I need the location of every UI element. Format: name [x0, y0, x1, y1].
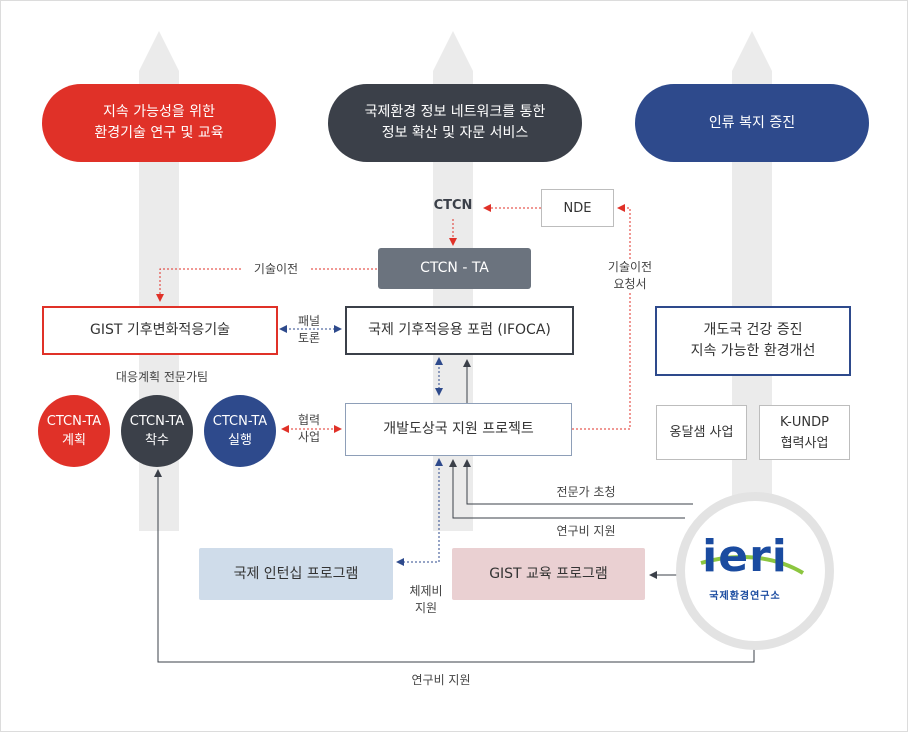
- label-stay-support: 체제비 지원: [409, 584, 443, 615]
- circle-ctcn-ta-plan: CTCN-TA 계획: [38, 395, 110, 467]
- label-cooperation: 협력 사업: [297, 413, 321, 444]
- node-ifoca: 국제 기후적응용 포럼 (IFOCA): [345, 306, 574, 355]
- line-expert-invite: [463, 459, 693, 505]
- label-expert-group: 대응계획 전문가팀: [115, 370, 209, 384]
- line-research-fund-2: [154, 469, 755, 663]
- ieri-logo-name: 국제환경연구소: [709, 591, 781, 602]
- goal-information-network: 국제환경 정보 네트워크를 통한 정보 확산 및 자문 서비스: [328, 84, 582, 162]
- ieri-logo: ieri 국제환경연구소: [695, 533, 815, 605]
- node-k-undp: K-UNDP 협력사업: [759, 405, 850, 460]
- node-gist-tech: GIST 기후변화적응기술: [42, 306, 278, 355]
- label-tech-transfer-request: 기술이전 요청서: [597, 259, 663, 293]
- circle-ctcn-ta-exec: CTCN-TA 실행: [204, 395, 276, 467]
- label-research-fund-1: 연구비 지원: [556, 524, 616, 538]
- line-research-fund-1: [449, 459, 685, 519]
- node-nde: NDE: [541, 189, 614, 227]
- node-ctcn: CTCN: [433, 198, 473, 213]
- node-ongdalsaem: 옹달샘 사업: [656, 405, 747, 460]
- ieri-ring: [676, 492, 834, 650]
- goal-human-welfare: 인류 복지 증진: [635, 84, 869, 162]
- goal-sustainability: 지속 가능성을 위한 환경기술 연구 및 교육: [42, 84, 276, 162]
- label-research-fund-2: 연구비 지원: [411, 673, 471, 687]
- circle-ctcn-ta-start: CTCN-TA 착수: [121, 395, 193, 467]
- label-panel-discussion: 패널 토론: [297, 314, 321, 345]
- label-expert-invite: 전문가 초청: [556, 485, 616, 499]
- label-tech-transfer: 기술이전: [243, 261, 309, 278]
- node-gist-edu: GIST 교육 프로그램: [452, 548, 645, 600]
- node-intern-program: 국제 인턴십 프로그램: [199, 548, 393, 600]
- line-request-to-nde: [572, 204, 631, 430]
- node-dev-project: 개발도상국 지원 프로젝트: [345, 403, 572, 456]
- node-dev-health: 개도국 건강 증진 지속 가능한 환경개선: [655, 306, 851, 376]
- line-stay-support: [396, 458, 443, 566]
- ieri-logo-mark: ieri: [702, 531, 788, 582]
- node-ctcn-ta: CTCN - TA: [378, 248, 531, 289]
- ieri-logo-swoosh: [700, 555, 805, 575]
